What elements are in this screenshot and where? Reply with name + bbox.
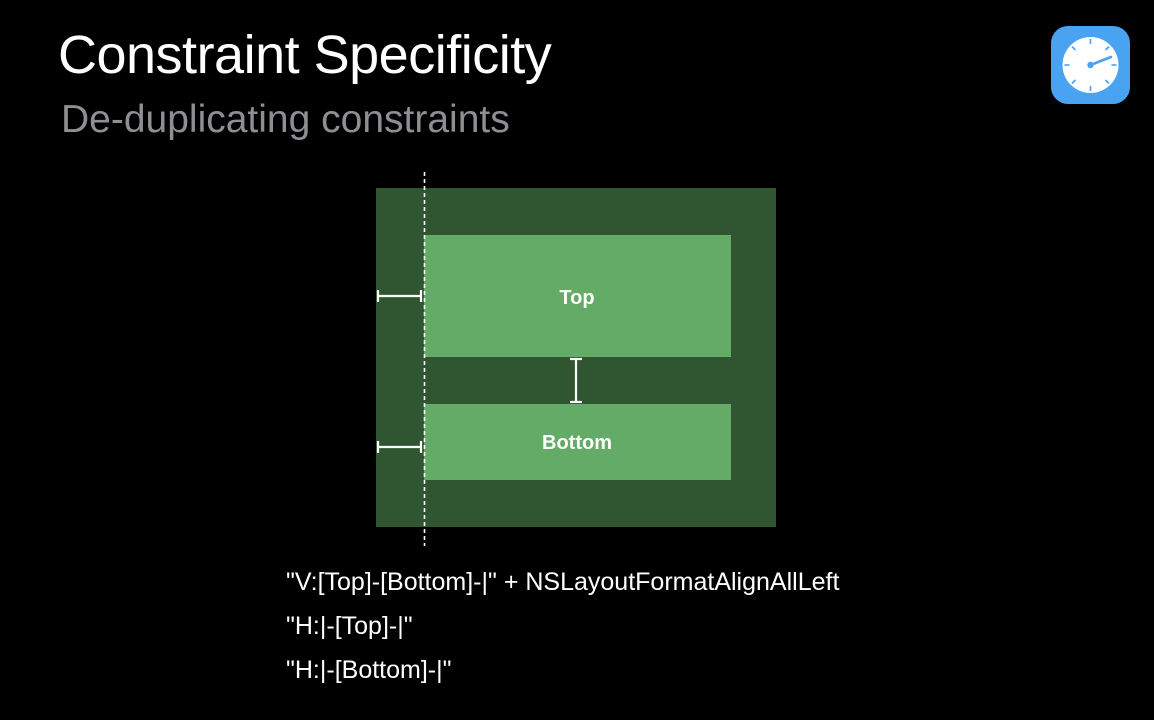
slide-subtitle: De-duplicating constraints (61, 98, 510, 141)
vertical-format-string: "V:[Top]-[Bottom]-|" + NSLayoutFormatAli… (286, 568, 840, 596)
bottom-leading-spacing-marker (376, 441, 423, 453)
top-view-label: Top (559, 287, 594, 309)
bottom-view-label: Bottom (542, 432, 612, 454)
top-horizontal-format-string: "H:|-[Top]-|" (286, 612, 413, 640)
top-view (424, 235, 731, 357)
vertical-spacing-marker (570, 357, 582, 404)
slide-title: Constraint Specificity (58, 25, 552, 85)
bottom-horizontal-format-string: "H:|-[Bottom]-|" (286, 656, 452, 684)
top-leading-spacing-marker (376, 290, 423, 302)
instruments-gauge-icon (1051, 26, 1130, 104)
bottom-view (424, 404, 731, 480)
